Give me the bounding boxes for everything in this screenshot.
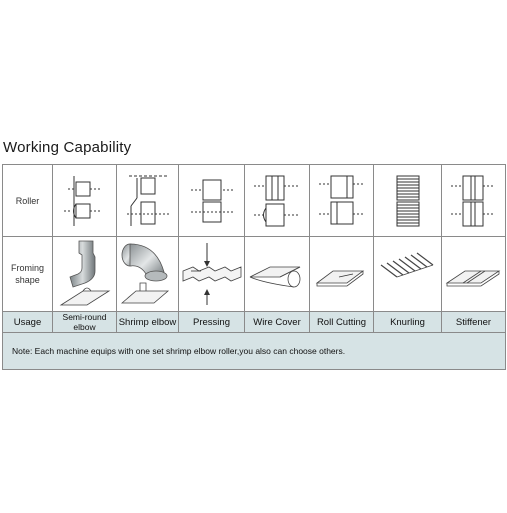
usage-shrimp-elbow: Shrimp elbow	[116, 311, 179, 333]
roller-row: Roller	[2, 164, 506, 237]
usage-knurling: Knurling	[373, 311, 442, 333]
usage-wire-cover: Wire Cover	[244, 311, 310, 333]
usage-pressing: Pressing	[178, 311, 245, 333]
forming-shape-pressing	[178, 236, 245, 312]
forming-row: Froming shape	[2, 236, 506, 312]
forming-shape-stiffener	[441, 236, 506, 312]
note-row: Note: Each machine equips with one set s…	[2, 332, 506, 370]
roller-diagram-stiffener	[441, 164, 506, 237]
roller-row-label: Roller	[2, 164, 53, 237]
capability-table: Roller	[2, 164, 506, 370]
usage-stiffener: Stiffener	[441, 311, 506, 333]
forming-shape-semi-round-elbow	[52, 236, 117, 312]
usage-row: Usage Semi-round elbow Shrimp elbow Pres…	[2, 311, 506, 333]
section-title: Working Capability	[3, 139, 132, 156]
forming-row-label: Froming shape	[2, 236, 53, 312]
roller-diagram-semi-round-elbow	[52, 164, 117, 237]
usage-roll-cutting: Roll Cutting	[309, 311, 374, 333]
roller-diagram-wire-cover	[244, 164, 310, 237]
roller-diagram-roll-cutting	[309, 164, 374, 237]
forming-shape-shrimp-elbow	[116, 236, 179, 312]
forming-shape-roll-cutting	[309, 236, 374, 312]
forming-shape-knurling	[373, 236, 442, 312]
usage-semi-round-elbow: Semi-round elbow	[52, 311, 117, 333]
usage-row-label: Usage	[2, 311, 53, 333]
roller-diagram-pressing	[178, 164, 245, 237]
note-text: Note: Each machine equips with one set s…	[2, 332, 506, 370]
forming-shape-wire-cover	[244, 236, 310, 312]
roller-diagram-knurling	[373, 164, 442, 237]
roller-diagram-shrimp-elbow	[116, 164, 179, 237]
